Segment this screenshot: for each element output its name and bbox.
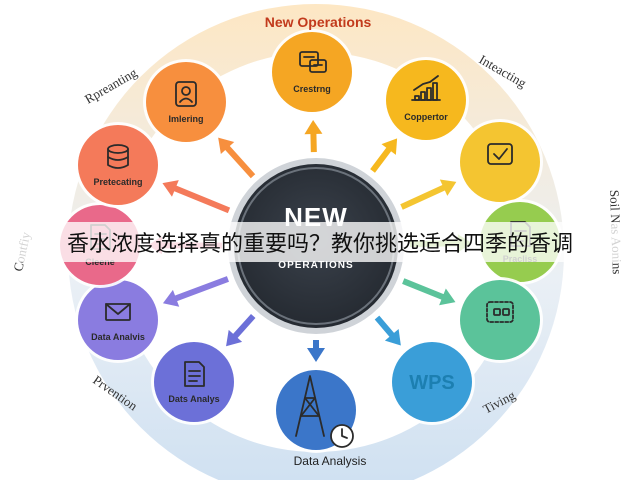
node-n6: WPS [389, 339, 475, 425]
arrow-head-n11 [162, 180, 179, 197]
node-n1: Crestrng [269, 29, 355, 115]
node-label: Coppertor [404, 112, 448, 122]
overlay-title: 香水浓度选择真的重要吗？教你挑选适合四季的香调 [0, 222, 640, 262]
check-box-icon [487, 143, 513, 165]
document-icon [184, 361, 205, 387]
node-n7 [273, 367, 359, 453]
node-n8: Dats Analys [151, 339, 237, 425]
node-circle [154, 342, 234, 422]
arrow-head-n5 [439, 288, 456, 306]
node-label: WPS [409, 372, 455, 394]
node-label: Cleene [85, 257, 115, 267]
envelope-icon [105, 303, 131, 321]
node-n3 [457, 119, 543, 205]
node-circle [146, 62, 226, 142]
node-label: Crestrng [293, 84, 331, 94]
node-label: Pretecating [93, 177, 142, 187]
chat-icon [299, 51, 327, 73]
arrow-n11 [168, 183, 231, 214]
node-n9: Data Analvis [75, 277, 161, 363]
arrow-head-n8 [226, 329, 243, 347]
node-n2: Coppertor [383, 57, 469, 143]
node-group: CrestrngCoppertorPraclissWPSDats AnalysD… [57, 29, 563, 453]
contact-icon [175, 81, 197, 107]
arrow-n5 [402, 278, 450, 302]
arrow-n9 [169, 276, 229, 304]
arrow-head-n2 [381, 138, 398, 155]
node-circle [460, 122, 540, 202]
node-label: Dats Analys [168, 394, 219, 404]
node-label: Imlering [168, 114, 203, 124]
node-label: Data Analvis [91, 332, 145, 342]
arrow-head-n6 [384, 328, 401, 346]
center-subtitle: OPERATIONS [278, 260, 353, 271]
node-circle [392, 342, 472, 422]
node-n11: Pretecating [75, 122, 161, 208]
node-circle [78, 125, 158, 205]
database-icon [107, 144, 129, 169]
node-n5 [457, 277, 543, 363]
top-label: New Operations [265, 14, 372, 30]
bottom-label: Data Analysis [294, 454, 367, 468]
dialog-icon [486, 301, 514, 323]
bar-chart-icon [411, 75, 441, 101]
arrow-n12 [221, 141, 256, 179]
arrow-n3 [400, 182, 451, 210]
arrow-head-n1 [304, 119, 323, 135]
arrow-head-n7 [307, 348, 325, 362]
node-n12: Imlering [143, 59, 229, 145]
tower-icon [295, 375, 354, 448]
node-circle [460, 280, 540, 360]
arrow-head-n3 [439, 179, 457, 196]
arrow-head-n9 [162, 289, 180, 307]
arrow-head-n12 [218, 137, 235, 155]
